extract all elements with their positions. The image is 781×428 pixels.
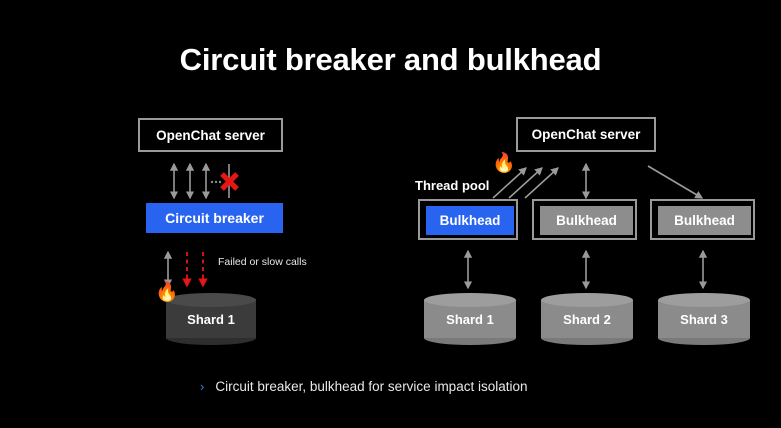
server-bulkhead-3-arrow xyxy=(647,165,704,199)
left-openchat-server-box[interactable]: OpenChat server xyxy=(138,118,283,152)
thread-pool-container-3: Bulkhead xyxy=(650,199,755,240)
cylinder-top xyxy=(166,293,256,307)
left-shard-1-cylinder[interactable]: Shard 1 xyxy=(166,293,256,345)
right-server-label: OpenChat server xyxy=(531,127,641,142)
red-x-icon xyxy=(220,172,239,191)
circuit-breaker-label: Circuit breaker xyxy=(165,210,264,226)
right-shard-1-cylinder[interactable]: Shard 1 xyxy=(424,293,516,345)
right-shard-2-label: Shard 2 xyxy=(563,311,611,327)
left-call-arrows xyxy=(169,162,211,200)
bulkhead-1-box[interactable]: Bulkhead xyxy=(426,206,514,235)
circuit-breaker-box[interactable]: Circuit breaker xyxy=(146,203,283,233)
failed-calls-arrows xyxy=(163,250,208,288)
bulkhead-2-box[interactable]: Bulkhead xyxy=(540,206,633,235)
left-shard-1-label: Shard 1 xyxy=(187,311,235,327)
fire-icon-left-shard: 🔥 xyxy=(155,282,179,303)
bulkhead-3-box[interactable]: Bulkhead xyxy=(658,206,751,235)
cylinder-top xyxy=(424,293,516,307)
bulkhead-2-label: Bulkhead xyxy=(556,213,617,228)
thread-pool-container-1: Bulkhead xyxy=(418,199,518,240)
right-openchat-server-box[interactable]: OpenChat server xyxy=(516,117,656,152)
right-shard-1-label: Shard 1 xyxy=(446,311,494,327)
right-shard-3-cylinder[interactable]: Shard 3 xyxy=(658,293,750,345)
thread-pool-label: Thread pool xyxy=(415,178,490,193)
thread-pool-container-2: Bulkhead xyxy=(532,199,637,240)
cylinder-top xyxy=(658,293,750,307)
bulkhead-3-label: Bulkhead xyxy=(674,213,735,228)
left-server-label: OpenChat server xyxy=(156,127,265,143)
bulkhead-1-label: Bulkhead xyxy=(439,213,501,228)
page-title: Circuit breaker and bulkhead xyxy=(179,42,602,77)
fire-icon-thread-pool: 🔥 xyxy=(492,153,516,174)
right-shard-3-label: Shard 3 xyxy=(680,311,728,327)
footer-bullet-row: › Circuit breaker, bulkhead for service … xyxy=(200,379,528,394)
footer-bullet-text: Circuit breaker, bulkhead for service im… xyxy=(215,379,528,394)
bulkhead-shard-arrows xyxy=(463,249,708,290)
right-shard-2-cylinder[interactable]: Shard 2 xyxy=(541,293,633,345)
failed-or-slow-calls-label: Failed or slow calls xyxy=(218,256,307,268)
cylinder-top xyxy=(541,293,633,307)
chevron-right-icon: › xyxy=(200,379,205,394)
ellipsis-dots xyxy=(210,180,222,184)
